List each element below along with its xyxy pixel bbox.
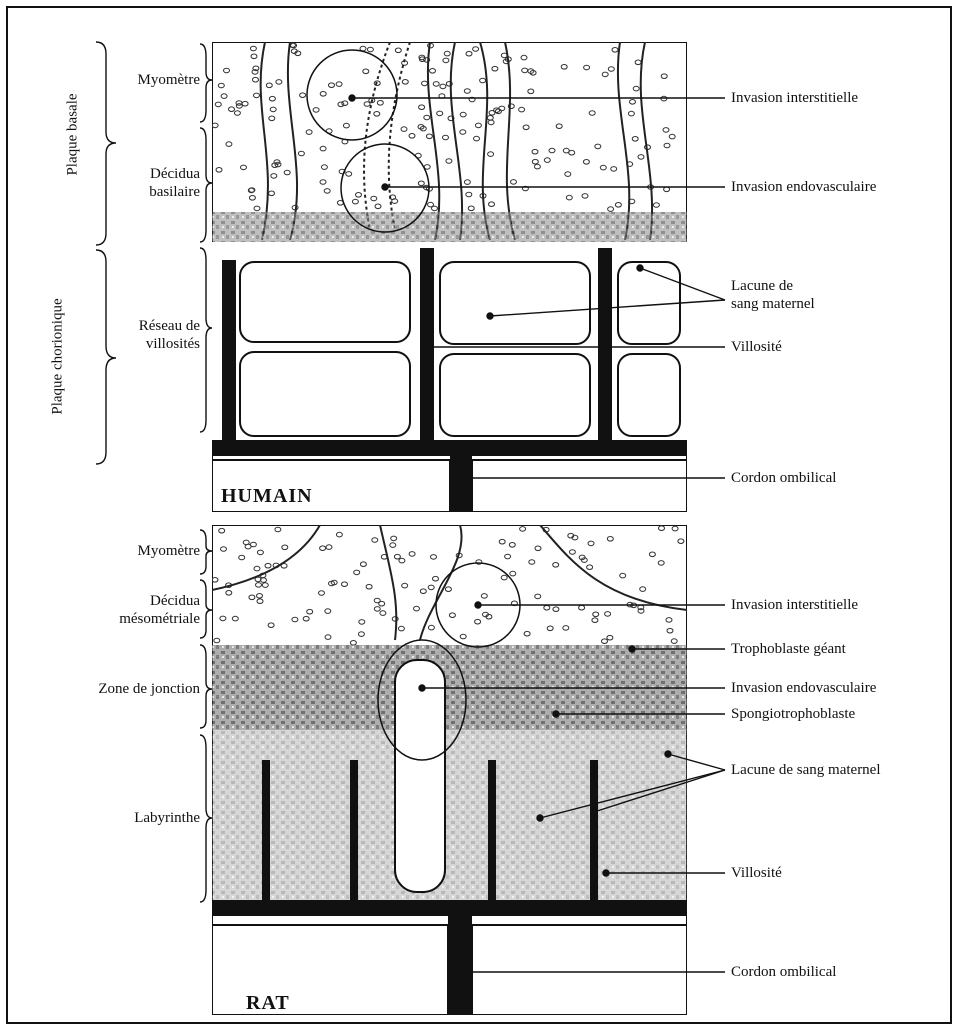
rat-braces	[200, 530, 212, 902]
human-layer-decidua-1: Décidua	[100, 166, 200, 183]
species-label-rat: RAT	[246, 992, 290, 1015]
rat-layer-zone-jonction: Zone de jonction	[40, 681, 200, 698]
rat-callout-cordon: Cordon ombilical	[731, 964, 836, 981]
human-callout-lacune-2: sang maternel	[731, 296, 815, 313]
human-callout-invasion-interstitielle: Invasion interstitielle	[731, 90, 858, 107]
rat-panel	[212, 525, 687, 1015]
rat-callout-invasion-interstitielle: Invasion interstitielle	[731, 597, 858, 614]
group-label-plaque-basale: Plaque basale	[65, 80, 82, 190]
rat-callout-villosite: Villosité	[731, 865, 782, 882]
human-callout-lacune-1: Lacune de	[731, 278, 793, 295]
human-layer-reseau-1: Réseau de	[100, 318, 200, 335]
human-callout-cordon: Cordon ombilical	[731, 470, 836, 487]
human-braces	[96, 42, 212, 464]
rat-callout-trophoblaste-geant: Trophoblaste géant	[731, 641, 846, 658]
rat-callout-spongiotrophoblaste: Spongiotrophoblaste	[731, 706, 855, 723]
rat-layer-labyrinthe: Labyrinthe	[100, 810, 200, 827]
rat-callout-lacune: Lacune de sang maternel	[731, 762, 881, 779]
human-layer-reseau-2: villosités	[100, 336, 200, 353]
human-callout-invasion-endovasculaire: Invasion endovasculaire	[731, 179, 876, 196]
human-layer-myometre: Myomètre	[100, 72, 200, 89]
group-label-plaque-chorionique: Plaque chorionique	[50, 287, 67, 427]
rat-layer-decidua-2: mésométriale	[60, 611, 200, 628]
species-label-human: HUMAIN	[221, 485, 313, 508]
human-panel	[212, 42, 687, 512]
rat-callout-invasion-endovasculaire: Invasion endovasculaire	[731, 680, 876, 697]
human-callout-villosite: Villosité	[731, 339, 782, 356]
rat-layer-myometre: Myomètre	[100, 543, 200, 560]
rat-layer-decidua-1: Décidua	[60, 593, 200, 610]
human-layer-decidua-2: basilaire	[100, 184, 200, 201]
